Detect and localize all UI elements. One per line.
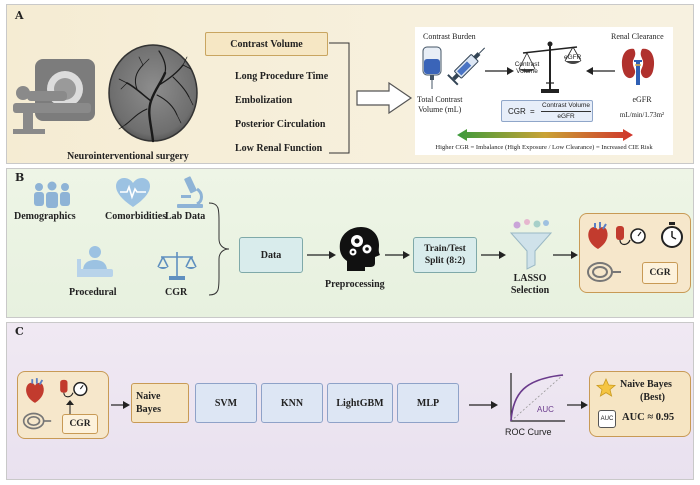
funnel-icon [509,219,553,270]
stopwatch-icon [661,222,683,248]
people-icon [34,181,70,208]
surgery-caption: Neurointerventional surgery [67,151,189,162]
feature-cgr-badge: CGR [62,414,98,434]
arrow-data-to-preprocess [307,251,336,259]
blood-pressure-icon-c [60,379,88,398]
arrow-to-scale-left [485,67,514,75]
roc-auc-label: AUC [537,405,554,414]
syringe-icon [447,47,486,86]
model-naive-bayes: Naive Bayes [131,383,189,423]
input-features-box: CGR [17,371,109,439]
lasso-label-2: Selection [510,285,550,296]
panel-c: C CGR Naive Bayes SVM KNN LightGBM MLP [6,322,694,480]
panel-a: A Neuroin [6,4,694,164]
preprocessing-label: Preprocessing [325,279,385,290]
risk-factor-embolization: Embolization [235,95,293,106]
input-brace [208,202,230,296]
anatomical-heart-icon [588,222,608,249]
star-icon [595,377,617,397]
iv-bag-icon [422,46,442,89]
scale-icon [157,252,197,280]
model-svm: SVM [195,383,257,423]
arrow-models-to-roc [469,401,498,409]
total-contrast-label: Total Contrast [417,95,463,104]
kidney-icon [621,48,655,85]
input-demographics: Demographics [14,211,76,222]
risk-gradient-arrow [457,129,633,141]
best-model-box: Naive Bayes (Best) AUC AUC ≈ 0.95 [589,371,691,437]
roc-curve-plot [510,373,565,422]
arrow-roc-to-best [567,401,588,409]
blood-pressure-icon [616,226,646,246]
scale-left-pan-label-2: Volume [516,68,538,75]
renal-clearance-title: Renal Clearance [611,32,664,41]
contrast-volume-box: Contrast Volume [205,32,328,56]
formula-denominator: eGFR [557,113,575,120]
total-contrast-unit: Volume (mL) [418,105,462,114]
risk-caption: Higher CGR = Imbalance (High Exposure / … [435,144,653,151]
angiogram-icon [108,44,198,143]
egfr-label: eGFR [632,95,652,104]
model-knn: KNN [261,383,323,423]
cgr-concept-box: Contrast Burden Renal Clearance Total Co… [415,27,673,155]
selected-cgr-badge: CGR [642,262,678,284]
catheter-icon-c [22,412,52,430]
auc-icon: AUC [598,410,616,428]
roc-curve-label: ROC Curve [505,427,552,437]
formula-equals: = [530,107,535,116]
input-cgr: CGR [165,287,188,298]
contrast-burden-title: Contrast Burden [423,32,476,41]
panel-c-label: C [15,325,24,338]
heart-icon [116,178,150,207]
scale-right-pan-label: eGFR [564,54,582,61]
auc-value: AUC ≈ 0.95 [622,412,675,423]
best-model-name: Naive Bayes [620,379,672,390]
selected-features-box: CGR [579,213,691,293]
catheter-icon [587,262,621,282]
best-model-tag: (Best) [640,392,665,403]
arrow-split-to-lasso [481,251,506,259]
formula-fraction-bar [541,111,591,112]
bracket-connector [329,42,413,154]
head-gears-icon [339,227,380,271]
lasso-label: LASSO [513,273,547,284]
input-lab-data: Lab Data [165,211,206,222]
arrow-features-to-models [111,401,130,409]
formula-numerator: Contrast Volume [541,102,591,109]
risk-factor-posterior-circulation: Posterior Circulation [235,119,326,130]
formula-lhs: CGR [508,107,526,116]
arrow-lasso-to-selected [553,251,578,259]
panel-b: B Demographics Comorbidities Lab Data [6,168,694,318]
arrow-preprocess-to-split [385,251,410,259]
data-box: Data [239,237,303,273]
microscope-icon [177,176,203,208]
input-comorbidities: Comorbidities [105,211,167,222]
cgr-formula-box: CGR = Contrast Volume eGFR [501,100,593,122]
anatomical-heart-icon-c [26,378,44,403]
model-lightgbm: LightGBM [327,383,393,423]
small-arrow-up [66,400,74,414]
panel-b-label: B [15,171,25,184]
train-test-split-box: Train/Test Split (8:2) [413,237,477,273]
egfr-unit: mL/min/1.73m² [619,111,665,119]
scale-left-pan-label: Contrast [514,61,540,68]
scanner-icon [13,59,95,134]
model-mlp: MLP [397,383,459,423]
risk-factor-renal-function: Low Renal Function [235,143,323,154]
input-procedural: Procedural [69,287,117,298]
balance-scale-icon [518,41,582,93]
panel-a-label: A [15,9,24,22]
arrow-to-scale-right [586,67,615,75]
risk-factor-procedure-time: Long Procedure Time [235,71,329,82]
patient-icon [77,246,113,277]
